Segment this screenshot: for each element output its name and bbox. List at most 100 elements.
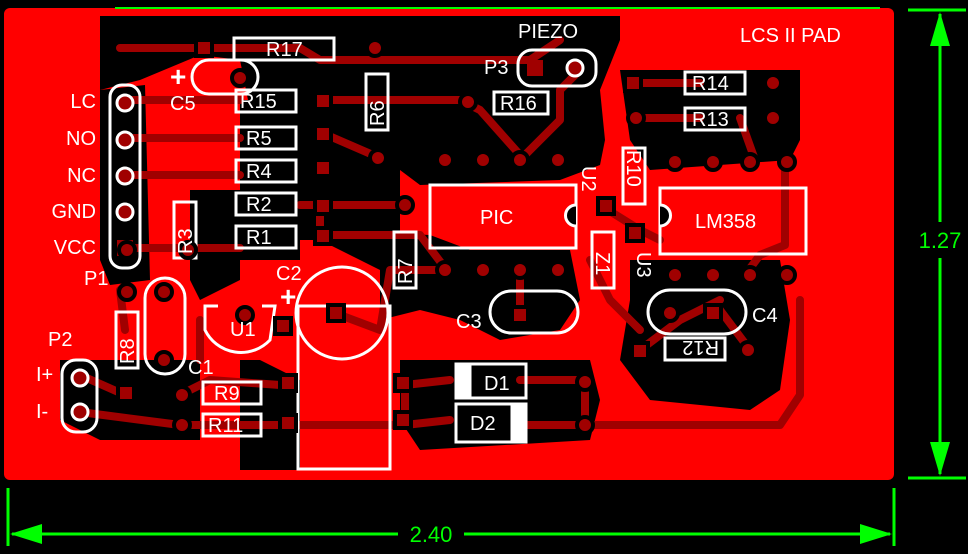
- pad-square: [313, 91, 333, 111]
- dimension-width: [6, 488, 896, 546]
- resistor-r12-label: R12: [682, 336, 719, 358]
- resistor-r9-body: [201, 380, 263, 406]
- connector-p3-outline: [516, 48, 598, 88]
- pad-round: [763, 108, 783, 128]
- pad-round: [395, 195, 415, 215]
- resistor-r13-label: R13: [692, 109, 729, 131]
- connector-p1-pin-label: NC: [67, 165, 96, 187]
- pad-round: [703, 152, 723, 172]
- capacitor-c2-label: C2: [276, 263, 302, 285]
- diode-d1-band: [454, 362, 472, 400]
- resistor-r12-body: [663, 336, 727, 362]
- resistor-r1-label: R1: [246, 227, 272, 249]
- pad-round: [473, 150, 493, 170]
- pad-square: [116, 383, 136, 403]
- pad-square: [326, 303, 346, 323]
- ic-u3-body-label: LM358: [695, 211, 756, 233]
- connector-p1-pad: [115, 202, 135, 222]
- pad-round: [172, 385, 192, 405]
- pad-square: [703, 303, 723, 323]
- silkscreen: [60, 36, 808, 471]
- capacitor-c1-label: C1: [188, 357, 214, 379]
- capacitor-c2-outline: [294, 265, 390, 361]
- pad-round: [154, 282, 174, 302]
- diode-z1-body: [590, 230, 616, 290]
- pad-round: [703, 265, 723, 285]
- connector-p2-pad: [70, 402, 90, 422]
- resistor-r16-body: [492, 90, 550, 116]
- capacitor-c1-outline: [143, 276, 187, 376]
- board-title: LCS II PAD: [740, 25, 841, 47]
- pad-square: [623, 73, 643, 93]
- connector-p2-label: P2: [48, 329, 72, 351]
- capacitor-c5-label: C5: [170, 93, 196, 115]
- pad-round: [178, 240, 198, 260]
- resistor-r14-label: R14: [692, 73, 729, 95]
- pad-round: [117, 240, 137, 260]
- resistor-r2-label: R2: [246, 194, 272, 216]
- diode-d2-band: [510, 402, 528, 444]
- pad-round: [510, 150, 530, 170]
- resistor-r2-body: [234, 191, 298, 217]
- silkscreen-labels: LCS II PAD LC NO NC GND VCC P1 P2 I+ I- …: [36, 21, 841, 437]
- resistor-r10-body: [621, 146, 647, 206]
- pad-round: [660, 303, 680, 323]
- pad-round: [763, 73, 783, 93]
- resistor-r16-label: R16: [500, 93, 537, 115]
- connector-p2-outline: [60, 358, 99, 434]
- resistor-r14-body: [683, 70, 747, 96]
- pad-round: [435, 260, 455, 280]
- pad-square: [273, 316, 293, 336]
- connector-p1-pin-label: GND: [52, 201, 96, 223]
- ic-u2-label: U2: [577, 166, 599, 192]
- resistor-r4-body: [234, 158, 298, 184]
- capacitor-c2-plus: +: [280, 281, 296, 312]
- dimension-width-value: 2.40: [410, 522, 453, 547]
- pad-round: [575, 415, 595, 435]
- connector-p2-pin-label: I+: [36, 364, 53, 386]
- pad-square: [630, 341, 650, 361]
- connector-p1-pin-label: LC: [70, 91, 96, 113]
- resistor-r8-body: [114, 310, 140, 370]
- dimension-height-arrow-bottom: [930, 442, 950, 476]
- connector-p3-pad: [565, 58, 585, 78]
- resistor-r13-body: [683, 106, 747, 132]
- pad-round: [777, 265, 797, 285]
- resistor-r17-label: R17: [266, 39, 303, 61]
- resistor-r8-label: R8: [117, 338, 139, 364]
- capacitor-c3-label: C3: [456, 311, 482, 333]
- capacitor-c4-label: C4: [752, 305, 778, 327]
- diode-d1-label: D1: [484, 373, 510, 395]
- connector-p1-pin-label: VCC: [54, 237, 96, 259]
- pad-round: [435, 150, 455, 170]
- capacitor-c3-outline: [488, 289, 580, 335]
- pad-square: [313, 226, 333, 246]
- pad-round: [230, 68, 250, 88]
- connector-p1-pad: [115, 93, 135, 113]
- pad-round: [575, 372, 595, 392]
- dimension-height: [908, 8, 966, 480]
- traces: [76, 36, 804, 429]
- resistor-r6-label: R6: [367, 100, 389, 126]
- pad-round: [473, 260, 493, 280]
- resistor-r7-label: R7: [395, 258, 417, 284]
- connector-p1-pad: [115, 130, 135, 150]
- square-pads: [116, 38, 723, 433]
- dimension-width-arrow-left: [10, 524, 42, 544]
- resistor-r11-label: R11: [208, 415, 243, 437]
- connector-p3-pad-square: [527, 60, 543, 76]
- pad-round: [665, 152, 685, 172]
- resistor-r10-label: R10: [622, 150, 644, 187]
- pad-square: [313, 196, 333, 216]
- connector-p1-outline: [108, 83, 142, 270]
- resistor-r5-label: R5: [246, 128, 272, 150]
- ic-u3-notch: [659, 203, 672, 228]
- pad-round: [117, 282, 137, 302]
- ic-u1-outline: [203, 304, 277, 354]
- diode-z1-label: Z1: [591, 252, 613, 275]
- resistor-r9-label: R9: [214, 383, 240, 405]
- resistor-r15-label: R15: [240, 91, 277, 113]
- connector-p2: [60, 358, 99, 434]
- pad-round: [626, 108, 646, 128]
- connector-p3-name: PIEZO: [518, 21, 578, 43]
